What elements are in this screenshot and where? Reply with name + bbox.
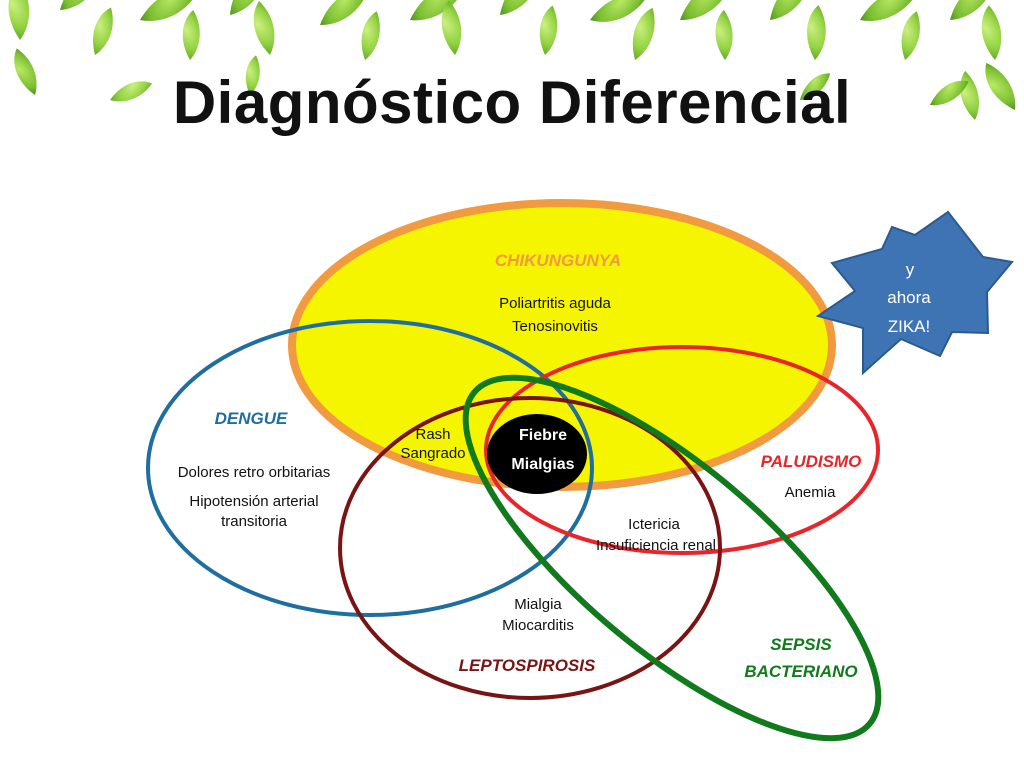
zika-callout: y ahora ZIKA!: [815, 210, 1014, 376]
shared-symptom-ictericia: Ictericia: [628, 516, 680, 533]
leptospirosis-symptom: Miocarditis: [502, 617, 574, 634]
dengue-label: DENGUE: [215, 409, 288, 428]
paludismo-ellipse: [484, 345, 880, 555]
center-label-line1: Fiebre: [519, 427, 567, 444]
page-title: Diagnóstico Diferencial: [172, 69, 852, 136]
zika-text-line2: ahora: [887, 288, 931, 307]
shared-symptom-rash: Rash: [415, 426, 450, 443]
leptospirosis-ellipse: [338, 396, 722, 700]
starburst-shape: [815, 210, 1014, 376]
paludismo-symptom: Anemia: [785, 484, 837, 501]
dengue-symptom: transitoria: [221, 513, 288, 530]
chikungunya-symptom: Tenosinovitis: [512, 318, 598, 335]
leptospirosis-symptom: Mialgia: [514, 596, 562, 613]
sepsis-ellipse: [462, 374, 882, 742]
chikungunya-symptom: Poliartritis aguda: [499, 295, 611, 312]
dengue-ellipse: [146, 319, 594, 617]
center-ellipse: [487, 414, 587, 494]
leptospirosis-label: LEPTOSPIROSIS: [459, 656, 596, 675]
zika-text-line3: ZIKA!: [888, 317, 931, 336]
dengue-symptom: Hipotensión arterial: [189, 493, 318, 510]
sepsis-label-line2: BACTERIANO: [744, 662, 857, 681]
shared-symptom-sangrado: Sangrado: [400, 445, 465, 462]
dengue-symptom: Dolores retro orbitarias: [178, 464, 331, 481]
chikungunya-label: CHIKUNGUNYA: [495, 251, 621, 270]
center-label-line2: Mialgias: [511, 456, 574, 473]
shared-symptom-insuficiencia: Insuficiencia renal: [596, 537, 716, 554]
zika-text-line1: y: [906, 260, 915, 279]
sepsis-label-line1: SEPSIS: [770, 635, 832, 654]
paludismo-label: PALUDISMO: [761, 452, 862, 471]
